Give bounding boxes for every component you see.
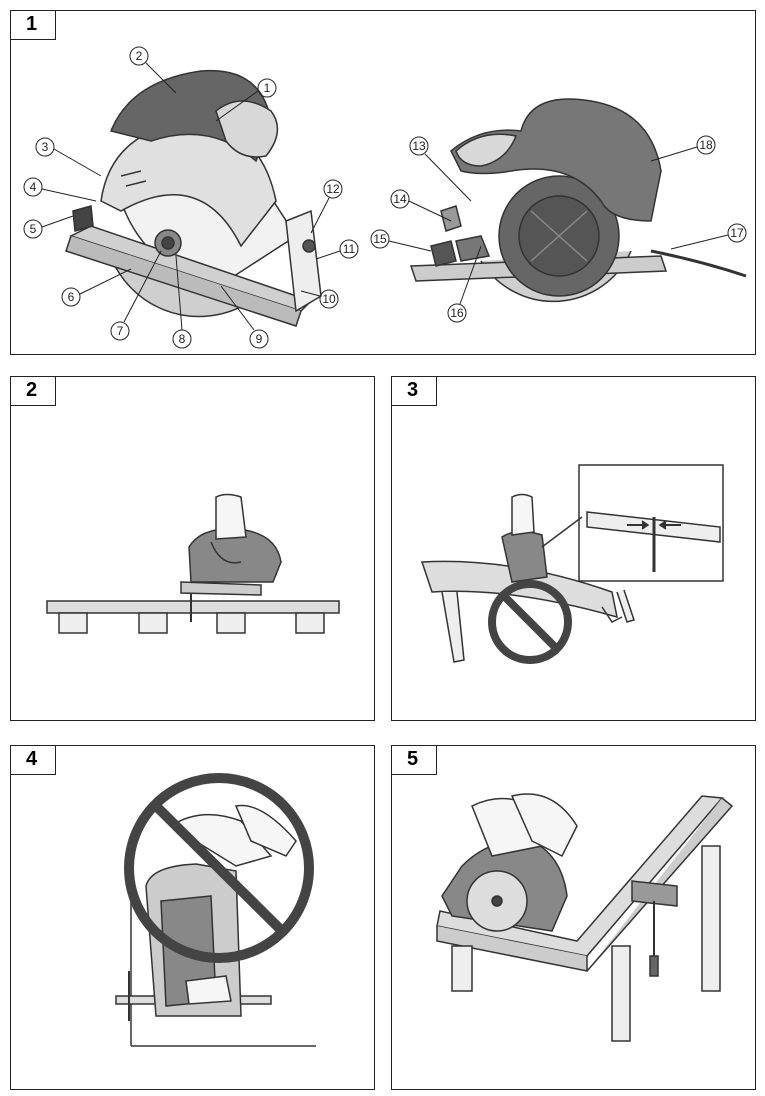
- figure-5-number: 5: [392, 746, 437, 775]
- svg-text:12: 12: [326, 182, 340, 196]
- callout-13: 13: [409, 136, 472, 202]
- svg-text:6: 6: [68, 290, 75, 304]
- callout-14: 14: [390, 189, 452, 222]
- svg-text:4: 4: [30, 180, 37, 194]
- svg-text:18: 18: [699, 138, 713, 152]
- svg-text:5: 5: [30, 222, 37, 236]
- svg-text:2: 2: [136, 49, 143, 63]
- saw-rear-view: [409, 98, 747, 303]
- figure-3-panel: 3: [391, 376, 756, 721]
- figure-4-illustration: [115, 773, 316, 1047]
- figure-5-panel: 5: [391, 745, 756, 1090]
- callout-16: 16: [447, 245, 482, 323]
- callout-2: 2: [129, 46, 177, 94]
- svg-text:13: 13: [412, 139, 426, 153]
- svg-text:10: 10: [322, 292, 336, 306]
- figure-1-panel: 1: [10, 10, 756, 355]
- callout-11: 11: [315, 239, 359, 260]
- callout-17: 17: [670, 223, 747, 250]
- callout-markers: 1 2 3 4 5 6 7 8 9 10 11 12 13 14 15 16 1…: [23, 46, 747, 349]
- svg-text:14: 14: [393, 192, 407, 206]
- callout-7: 7: [110, 250, 162, 341]
- callout-4: 4: [23, 177, 97, 202]
- figure-3-number: 3: [392, 377, 437, 406]
- svg-text:17: 17: [730, 226, 744, 240]
- figure-3-illustration: [420, 464, 724, 664]
- svg-text:3: 3: [42, 140, 49, 154]
- saw-front-view: [65, 69, 322, 327]
- svg-text:7: 7: [117, 324, 124, 338]
- callout-3: 3: [35, 137, 102, 177]
- callout-12: 12: [310, 179, 343, 234]
- figure-2-number: 2: [11, 377, 56, 406]
- svg-text:9: 9: [256, 332, 263, 346]
- svg-text:15: 15: [373, 232, 387, 246]
- svg-text:16: 16: [450, 306, 464, 320]
- callout-18: 18: [650, 135, 716, 162]
- figure-4-panel: 4: [10, 745, 375, 1090]
- callout-8: 8: [172, 255, 192, 349]
- callout-6: 6: [61, 268, 132, 307]
- figure-1-illustration: 1 2 3 4 5 6 7 8 9 10 11 12 13 14 15 16 1…: [23, 46, 747, 349]
- svg-text:11: 11: [343, 242, 356, 256]
- callout-10: 10: [300, 289, 339, 309]
- figure-2-panel: 2: [10, 376, 375, 721]
- figure-2-illustration: [46, 493, 340, 634]
- callout-15: 15: [370, 229, 432, 252]
- figure-5-illustration: [436, 793, 734, 1042]
- callout-5: 5: [23, 215, 74, 239]
- callout-1: 1: [215, 78, 277, 122]
- figure-1-number: 1: [11, 11, 56, 40]
- svg-text:1: 1: [264, 81, 271, 95]
- svg-text:8: 8: [179, 332, 186, 346]
- callout-9: 9: [220, 285, 269, 349]
- figure-4-number: 4: [11, 746, 56, 775]
